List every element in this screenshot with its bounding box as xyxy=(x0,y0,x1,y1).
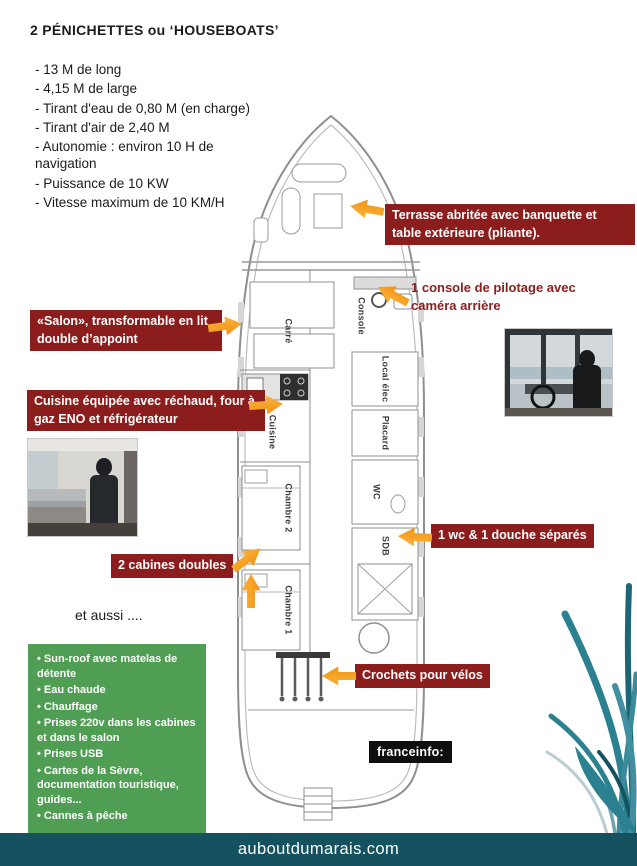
room-label-wc: WC xyxy=(372,484,382,500)
callout-wc: 1 wc & 1 douche séparés xyxy=(431,524,594,548)
room-label-local-elec: Local élec xyxy=(381,356,391,403)
spec-line: - Autonomie : environ 10 H de navigation xyxy=(35,139,214,172)
bike-hooks-icon xyxy=(276,652,330,702)
room-label-chambre1: Chambre 1 xyxy=(284,585,294,634)
room-wc xyxy=(351,459,419,525)
shower-icon xyxy=(357,563,413,615)
room-local-elec xyxy=(351,351,419,407)
spec-line: - Tirant d'air de 2,40 M xyxy=(35,119,170,135)
callout-cuisine: Cuisine équipée avec réchaud, four à gaz… xyxy=(27,390,265,431)
callout-salon: «Salon», transformable en lit double d’a… xyxy=(30,310,222,351)
spec-line: - 4,15 M de large xyxy=(35,81,138,97)
callout-terrasse: Terrasse abritée avec banquette et table… xyxy=(385,204,635,245)
stove-icon xyxy=(280,374,308,400)
room-label-cuisine: Cuisine xyxy=(268,415,278,450)
callout-crochets: Crochets pour vélos xyxy=(355,664,490,688)
et-aussi-text: et aussi .... xyxy=(75,607,143,623)
room-label-carre: Carré xyxy=(284,318,294,343)
footer-bar: auboutdumarais.com xyxy=(0,833,637,866)
deck-bench xyxy=(253,163,347,243)
toilet-icon xyxy=(390,494,406,514)
room-label-sdb: SDB xyxy=(381,536,391,556)
stern-table-icon xyxy=(358,622,390,654)
feature-item: Prises USB xyxy=(37,747,197,762)
room-label-console: Console xyxy=(357,297,367,335)
spec-line: - 13 M de long xyxy=(35,62,122,77)
footer-url[interactable]: auboutdumarais.com xyxy=(237,840,400,858)
spec-line: - Puissance de 10 KW xyxy=(35,175,169,191)
feature-item: Cartes de la Sèvre, documentation touris… xyxy=(37,764,197,808)
feature-item: Sun-roof avec matelas de détente xyxy=(37,652,197,681)
features-box: Sun-roof avec matelas de détente Eau cha… xyxy=(28,644,206,834)
feature-item: Chauffage xyxy=(37,700,197,715)
kitchen-photo xyxy=(28,439,137,536)
room-placard xyxy=(351,409,419,457)
franceinfo-badge: franceinfo: xyxy=(369,741,452,763)
steering-wheel-icon xyxy=(371,292,387,308)
specs-list: - 13 M de long - 4,15 M de large - Tiran… xyxy=(35,61,275,213)
room-label-chambre2: Chambre 2 xyxy=(284,483,294,532)
reeds-decoration xyxy=(545,583,637,834)
spec-line: - Vitesse maximum de 10 KM/H xyxy=(35,194,225,210)
page-title: 2 PÉNICHETTES ou ‘HOUSEBOATS’ xyxy=(30,22,279,38)
pilot-console-photo xyxy=(505,329,612,416)
callout-cabines: 2 cabines doubles xyxy=(111,554,234,578)
swim-ladder-icon xyxy=(303,787,333,821)
callout-console: 1 console de pilotage avec caméra arrièr… xyxy=(411,280,576,313)
room-label-placard: Placard xyxy=(381,416,391,451)
bed-chambre2 xyxy=(241,465,301,551)
bed-chambre1 xyxy=(241,569,301,651)
salon-furniture xyxy=(249,281,335,369)
feature-item: Prises 220v dans les cabines et dans le … xyxy=(37,716,197,745)
feature-item: Cannes à pêche xyxy=(37,809,197,824)
spec-line: - Tirant d'eau de 0,80 M (en charge) xyxy=(35,100,250,116)
feature-item: Eau chaude xyxy=(37,683,197,698)
boat-floor-plan: Console Carré Cuisine Local élec Placard… xyxy=(237,114,425,821)
